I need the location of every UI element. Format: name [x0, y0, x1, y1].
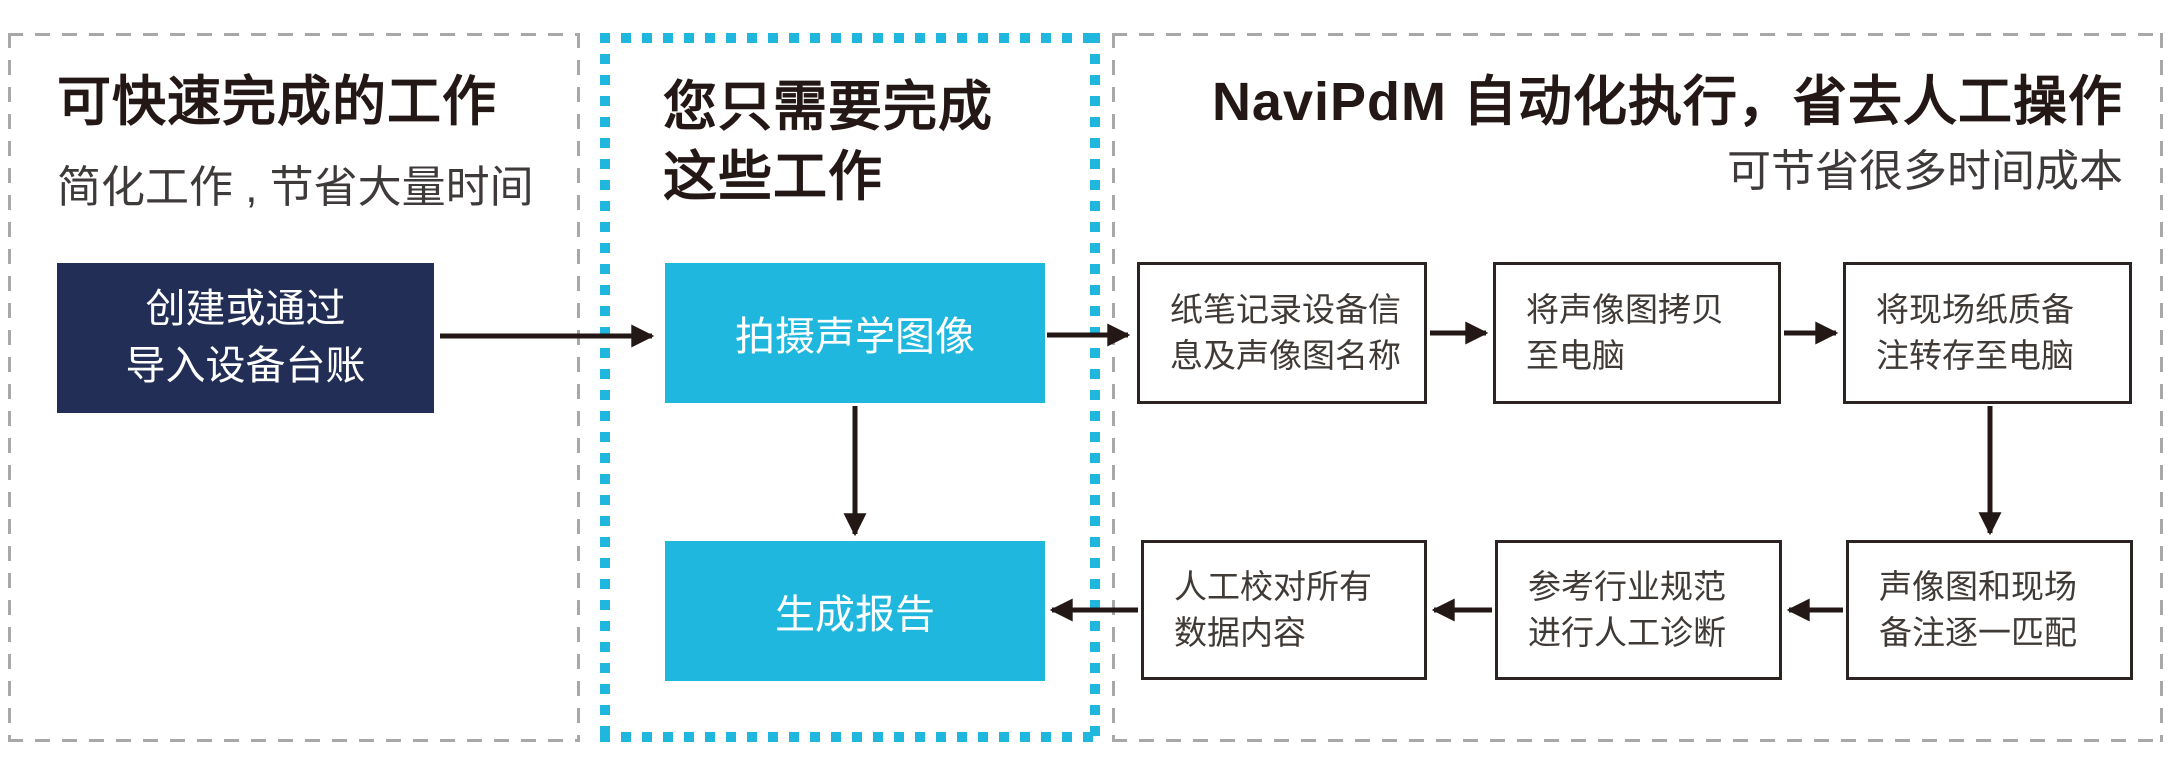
step-box-manual-diagnosis-standards: 参考行业规范 进行人工诊断 [1495, 540, 1782, 680]
step-box-create-import-ledger: 创建或通过 导入设备台账 [57, 263, 434, 413]
step-line: 数据内容 [1174, 614, 1306, 651]
step-line: 人工校对所有 [1174, 568, 1372, 605]
panel-border-top [600, 33, 1100, 43]
user-work-title-line1: 您只需要完成 [663, 77, 993, 137]
step-line: 纸笔记录设备信 [1170, 291, 1401, 328]
panel-border-left [8, 33, 11, 742]
panel-border-bottom [8, 739, 580, 742]
automation-panel [1112, 33, 2163, 742]
user-work-title: 您只需要完成 这些工作 [663, 72, 1083, 212]
step-line: 生成报告 [775, 593, 935, 637]
step-box-transfer-paper-notes: 将现场纸质备 注转存至电脑 [1843, 262, 2132, 404]
step-line: 将现场纸质备 [1876, 291, 2074, 328]
automation-subtitle: 可节省很多时间成本 [1727, 147, 2123, 196]
step-line: 导入设备台账 [125, 344, 366, 388]
panel-border-top [8, 33, 580, 36]
panel-border-left [1112, 33, 1115, 742]
step-line: 备注逐一匹配 [1879, 614, 2077, 651]
quick-work-panel [8, 33, 580, 742]
panel-border-right [1090, 33, 1100, 742]
step-box-copy-images-to-pc: 将声像图拷贝 至电脑 [1493, 262, 1781, 404]
step-line: 进行人工诊断 [1528, 614, 1726, 651]
step-box-match-images-and-notes: 声像图和现场 备注逐一匹配 [1846, 540, 2133, 680]
step-line: 创建或通过 [145, 287, 346, 331]
panel-border-right [2160, 33, 2163, 742]
panel-border-right [577, 33, 580, 742]
panel-border-top [1112, 33, 2163, 36]
user-work-title-line2: 这些工作 [663, 147, 883, 207]
step-line: 息及声像图名称 [1170, 337, 1401, 374]
panel-border-bottom [600, 732, 1100, 742]
automation-title: NaviPdM 自动化执行，省去人工操作 [1211, 72, 2123, 132]
step-box-capture-acoustic-image: 拍摄声学图像 [665, 263, 1045, 403]
step-box-paper-record-info: 纸笔记录设备信 息及声像图名称 [1137, 262, 1427, 404]
panel-border-bottom [1112, 739, 2163, 742]
step-line: 声像图和现场 [1879, 568, 2077, 605]
step-line: 参考行业规范 [1528, 568, 1726, 605]
quick-work-subtitle: 简化工作 , 节省大量时间 [57, 163, 534, 212]
step-line: 拍摄声学图像 [735, 315, 975, 359]
user-work-panel [600, 33, 1100, 742]
panel-border-left [600, 33, 610, 742]
step-line: 至电脑 [1526, 337, 1625, 374]
step-line: 将声像图拷贝 [1526, 291, 1724, 328]
step-box-generate-report: 生成报告 [665, 541, 1045, 681]
step-line: 注转存至电脑 [1876, 337, 2074, 374]
step-box-manual-proofread-data: 人工校对所有 数据内容 [1141, 540, 1427, 680]
quick-work-title: 可快速完成的工作 [57, 72, 497, 132]
